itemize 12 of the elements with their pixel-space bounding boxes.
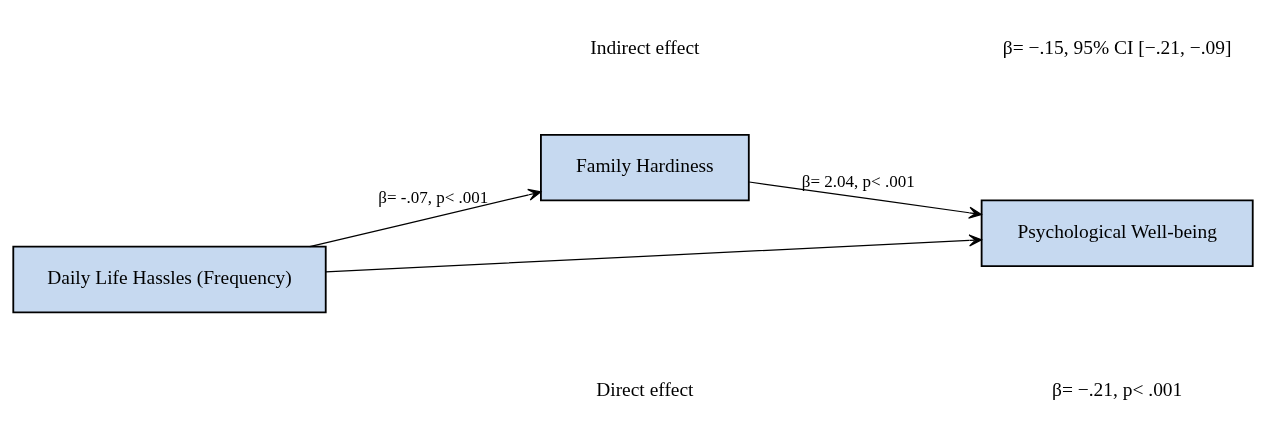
node-box: Psychological Well-being [980,199,1254,267]
arrow [325,234,983,273]
edge-label: β= 2.04, p< .001 [801,172,915,192]
node-box: Daily Life Hassles (Frequency) [12,245,327,314]
edge-label: β= -.07, p< .001 [378,188,489,208]
label: β= −.21, p< .001 [1052,378,1183,400]
label: Indirect effect [590,37,700,59]
arrow [748,181,982,219]
node-box: Family Hardiness [540,133,750,202]
arrow [309,188,542,248]
label: Direct effect [596,378,694,400]
label: β= −.15, 95% CI [−.21, −.09] [1002,37,1232,59]
